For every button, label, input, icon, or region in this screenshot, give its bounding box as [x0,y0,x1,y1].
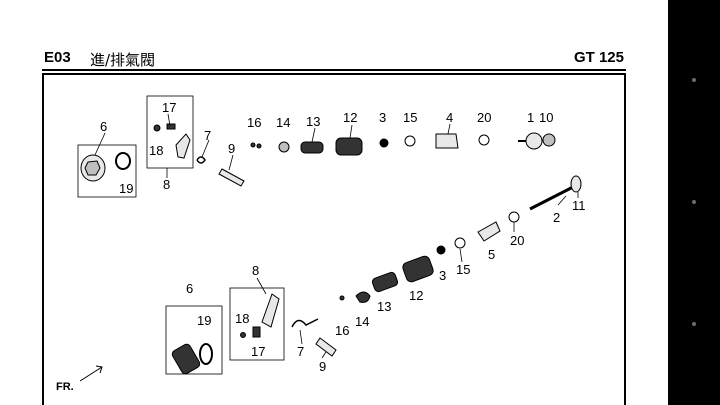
callout: 2 [553,210,560,225]
part-16-pin-top [250,142,256,148]
part-13-spring-mid [371,271,399,293]
part-12-spring-top [335,137,363,156]
part-7-spring-bottom [291,318,319,328]
part-18-pin-top [153,124,161,132]
front-arrow-icon [79,365,103,382]
callout: 20 [510,233,524,248]
callout: 6 [186,281,193,296]
callout: 5 [488,247,495,262]
callout: 13 [377,299,391,314]
callout: 15 [403,110,417,125]
callout: 15 [456,262,470,277]
callout: 1 [527,110,534,125]
part-20-ring-top [478,134,490,146]
callout: 9 [228,141,235,156]
callout: 8 [163,177,170,192]
part-8-rocker-top [175,133,191,159]
callout: 18 [149,143,163,158]
manual-page: E03 進/排氣閥 GT 125 [0,0,668,405]
section-title: 進/排氣閥 [90,51,156,69]
part-15-seal-top [404,135,416,147]
callout: 7 [297,344,304,359]
section-code: E03 [44,49,71,66]
callout: 3 [439,268,446,283]
callout: 3 [379,110,386,125]
callout: 8 [252,263,259,278]
callout: 7 [204,128,211,143]
part-19-oring-bottom [199,343,213,365]
callout: 19 [197,313,211,328]
part-16-pin-mid [339,295,345,301]
part-11-valve-face [570,175,582,193]
callout: 17 [162,100,176,115]
sidebar-dot-icon [692,322,696,326]
exploded-parts-diagram: 6 19 17 18 8 7 9 16 14 13 12 3 15 4 20 1… [56,95,586,393]
device-side-bar [668,0,720,405]
part-14-retainer-mid [355,291,371,303]
part-19-oring-top [115,152,131,170]
callout: 10 [539,110,553,125]
header-rule [42,69,626,71]
sidebar-dot-icon [692,200,696,204]
part-9-shaft-top [218,168,245,187]
part-8-rocker-bottom [261,293,280,328]
box-part-6-top [77,144,137,198]
callout: 14 [355,314,369,329]
part-17-spring-top [166,123,176,130]
callout: 19 [119,181,133,196]
part-5-guide-mid [477,221,501,242]
callout: 6 [100,119,107,134]
callout: 4 [446,110,453,125]
part-17-spring-bottom [252,326,261,338]
callouts-mid: 11 2 20 5 15 3 12 13 14 16 [335,198,586,338]
callout: 18 [235,311,249,326]
sidebar-dot-icon [692,78,696,82]
callout: 11 [572,198,586,213]
part-18-pin-bottom [240,332,246,338]
part-3-cotter-mid [436,245,446,255]
part-6-cap-bottom [171,343,201,375]
part-13-spring-top [300,141,324,154]
part-12-spring-mid [402,255,434,283]
box-part-6-bottom [165,305,223,375]
part-9-shaft-bottom [315,337,337,357]
callouts-top: 6 19 17 18 8 7 9 16 14 13 12 3 15 4 20 1… [100,100,553,196]
callout: 14 [276,115,290,130]
part-6-nut [84,160,101,176]
callout: 17 [251,344,265,359]
callout: 20 [477,110,491,125]
box-part-8-top [146,95,194,169]
callout: 12 [409,288,423,303]
part-7-spring-top [196,156,206,164]
callout: 13 [306,114,320,129]
model-name: GT 125 [573,49,624,66]
callouts-bottom: 6 19 8 18 17 7 9 [186,263,326,374]
callout: 9 [319,359,326,374]
part-10-valve-head [542,133,556,147]
part-14-retainer-top [278,141,290,153]
part-2-valve-stem [529,184,576,211]
callout: 16 [335,323,349,338]
part-20-ring-mid [508,211,520,223]
callout: 16 [247,115,261,130]
diagram-frame [42,73,626,405]
part-3-cotter-top [379,138,389,148]
box-part-8-bottom [229,287,285,361]
front-label: FR. [56,381,74,393]
part-4-guide-top [435,133,459,149]
part-15-seal-mid [454,237,466,249]
callout: 12 [343,110,357,125]
